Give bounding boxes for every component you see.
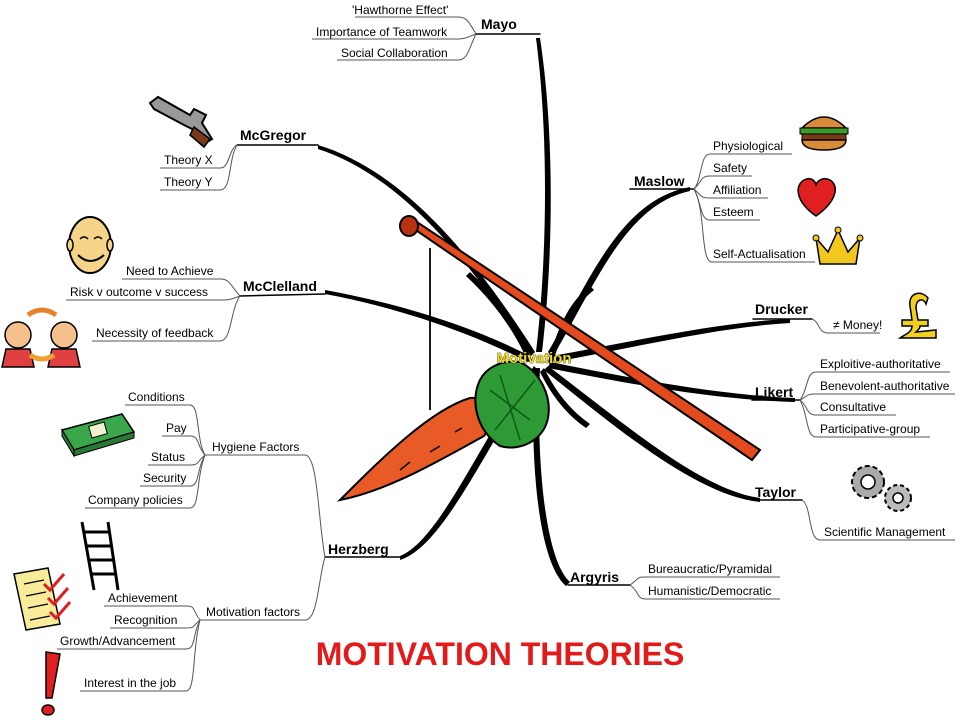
drucker-item-1: ≠ Money! [833,318,882,332]
motivation-item-1: Achievement [108,591,178,605]
likert-item-3: Consultative [820,400,886,414]
argyris-label: Argyris [570,569,619,585]
taylor-branch: Taylor Scientific Management [751,484,955,541]
checklist-icon [13,567,72,631]
mayo-item-1: 'Hawthorne Effect' [352,3,448,17]
mcclelland-item-2: Risk v outcome v success [70,285,208,299]
maslow-item-5: Self-Actualisation [713,247,806,261]
smiling-face-icon [66,216,114,274]
mayo-item-2: Importance of Teamwork [316,25,448,39]
mcgregor-item-1: Theory X [164,153,213,167]
likert-label: Likert [755,384,793,400]
herzberg-branch: Herzberg Hygiene Factors Conditions Pay … [57,390,401,692]
crown-icon [812,226,864,265]
central-branches [318,38,795,586]
drucker-label: Drucker [755,301,808,317]
ladder-icon [80,521,120,591]
people-exchange-icon [1,307,81,368]
mayo-item-3: Social Collaboration [341,46,448,60]
gears-icon [851,465,912,512]
maslow-item-3: Affiliation [713,183,761,197]
mcclelland-label: McClelland [243,278,317,294]
pistol-icon [148,95,214,149]
mcgregor-branch: McGregor Theory X Theory Y [160,127,319,191]
carrot-stick-icon [336,215,762,502]
likert-branch: Likert Exploitive-authoritative Benevole… [751,357,955,438]
argyris-branch: Argyris Bureaucratic/Pyramidal Humanisti… [567,562,780,600]
mcclelland-item-3: Necessity of feedback [96,326,214,340]
maslow-item-4: Esteem [713,205,754,219]
mcgregor-label: McGregor [240,127,307,143]
maslow-label: Maslow [634,173,685,189]
maslow-branch: Maslow Physiological Safety Affiliation … [629,139,815,263]
argyris-item-2: Humanistic/Democratic [648,584,771,598]
burger-icon [799,116,849,151]
mayo-label: Mayo [481,16,517,32]
likert-item-1: Exploitive-authoritative [820,357,941,371]
pound-sign-icon [897,292,937,339]
mayo-branch: Mayo 'Hawthorne Effect' Importance of Te… [312,3,541,61]
motivation-item-3: Growth/Advancement [60,634,176,648]
hygiene-factors-label: Hygiene Factors [212,440,299,454]
hygiene-item-1: Conditions [128,390,185,404]
taylor-label: Taylor [755,484,797,500]
hygiene-item-4: Security [143,471,186,485]
likert-item-2: Benevolent-authoritative [820,379,950,393]
motivation-item-4: Interest in the job [84,676,176,690]
motivation-item-2: Recognition [114,613,177,627]
heart-icon [797,177,836,217]
argyris-item-1: Bureaucratic/Pyramidal [648,562,772,576]
maslow-item-1: Physiological [713,139,783,153]
hygiene-item-5: Company policies [88,493,183,507]
herzberg-label: Herzberg [328,541,389,557]
motivation-factors-label: Motivation factors [206,605,300,619]
taylor-item-1: Scientific Management [824,525,946,539]
mcclelland-item-1: Need to Achieve [126,264,214,278]
likert-item-4: Participative-group [820,422,920,436]
money-stack-icon [60,413,136,458]
center-label: Motivation [497,350,572,367]
page-title: MOTIVATION THEORIES [316,636,685,672]
hygiene-item-3: Status [151,450,185,464]
hygiene-item-2: Pay [166,421,187,435]
drucker-branch: Drucker ≠ Money! [752,301,882,334]
maslow-item-2: Safety [713,161,747,175]
mcgregor-item-2: Theory Y [164,175,212,189]
mcclelland-branch: McClelland Need to Achieve Risk v outcom… [66,264,326,342]
exclamation-icon [41,651,61,716]
